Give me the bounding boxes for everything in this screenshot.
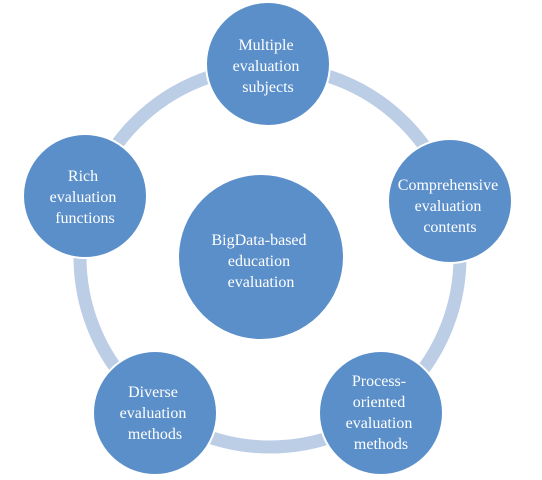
node-label-line: evaluation — [346, 415, 413, 432]
node-label: Comprehensive evaluation contents — [398, 177, 502, 236]
node-rich-evaluation-functions: Rich evaluation functions — [22, 133, 148, 259]
node-label-line: methods — [128, 426, 182, 443]
node-multiple-evaluation-subjects: Multiple evaluation subjects — [205, 1, 331, 127]
node-label-line: evaluation — [50, 189, 117, 206]
node-label-line: functions — [55, 210, 115, 227]
node-circle — [318, 350, 444, 476]
center-label-line: evaluation — [228, 274, 295, 291]
node-label-line: Process- — [352, 373, 406, 390]
node-process-oriented-evaluation-methods: Process- oriented evaluation methods — [318, 350, 444, 476]
node-label: Rich evaluation functions — [50, 168, 121, 227]
node-label-line: Multiple — [238, 37, 293, 54]
node-label-line: Rich — [68, 168, 98, 185]
node-circle — [387, 138, 513, 264]
node-label-line: Diverse — [128, 384, 178, 401]
node-label-line: methods — [354, 436, 408, 453]
node-circle — [92, 350, 218, 476]
center-label-line: BigData-based — [211, 232, 306, 249]
node-label: Multiple evaluation subjects — [233, 37, 304, 96]
center-circle — [177, 173, 345, 341]
node-label-line: evaluation — [233, 58, 300, 75]
center-label: BigData-based education evaluation — [211, 232, 310, 291]
node-label-line: evaluation — [415, 198, 482, 215]
node-label: Process- oriented evaluation methods — [346, 373, 417, 453]
node-label-line: Comprehensive — [398, 177, 498, 194]
node-label-line: subjects — [242, 79, 294, 96]
node-label-line: contents — [423, 219, 476, 236]
node-diverse-evaluation-methods: Diverse evaluation methods — [92, 350, 218, 476]
node-circle — [205, 1, 331, 127]
center-label-line: education — [228, 253, 290, 270]
node-label: Diverse evaluation methods — [120, 384, 191, 443]
node-label-line: evaluation — [120, 405, 187, 422]
center-node: BigData-based education evaluation — [177, 173, 345, 341]
node-label-line: oriented — [353, 394, 405, 411]
node-comprehensive-evaluation-contents: Comprehensive evaluation contents — [387, 138, 513, 264]
node-circle — [22, 133, 148, 259]
